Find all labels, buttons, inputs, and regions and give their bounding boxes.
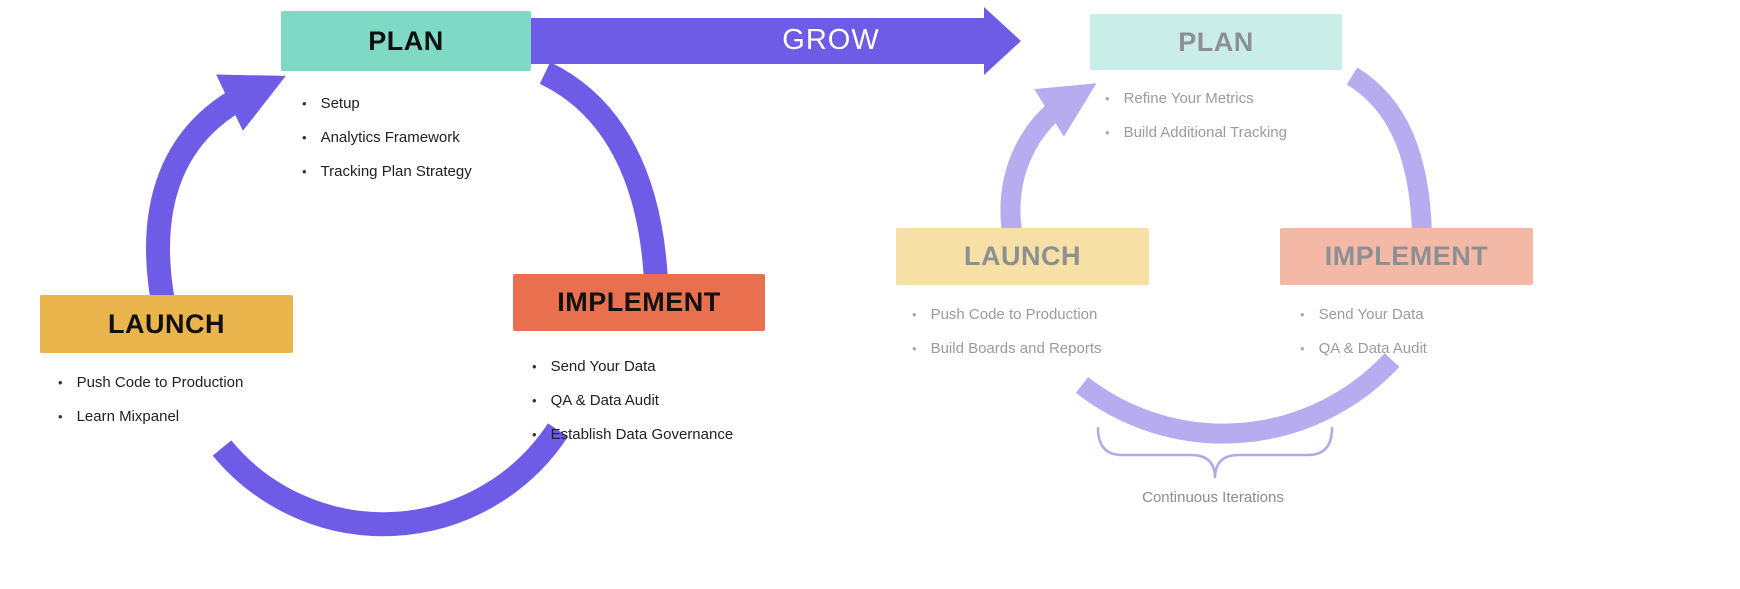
- left-plan-box: PLAN: [281, 11, 531, 71]
- bullet-icon: •: [1105, 91, 1110, 106]
- continuous-iterations-brace: [1096, 426, 1334, 479]
- launch-to-plan-arrow-faded: [1000, 83, 1097, 234]
- list-item: • Build Additional Tracking: [1105, 123, 1287, 143]
- list-item-label: Refine Your Metrics: [1123, 90, 1254, 107]
- list-item-label: Tracking Plan Strategy: [320, 163, 472, 180]
- right-launch-list: • Push Code to Production • Build Boards…: [912, 305, 1102, 373]
- list-item-label: Setup: [320, 95, 360, 112]
- bullet-icon: •: [1300, 307, 1305, 322]
- list-item-label: Build Additional Tracking: [1123, 124, 1287, 141]
- list-item-label: Send Your Data: [550, 358, 656, 375]
- plan-to-implement-arc-faded: [1346, 67, 1432, 235]
- list-item: • Build Boards and Reports: [912, 339, 1102, 359]
- continuous-iterations-caption: Continuous Iterations: [1142, 489, 1284, 506]
- implement-to-launch-arc-faded: [1075, 353, 1400, 444]
- list-item-label: Build Boards and Reports: [930, 340, 1102, 357]
- left-launch-box: LAUNCH: [40, 295, 293, 353]
- list-item: • QA & Data Audit: [532, 391, 733, 411]
- list-item: • Push Code to Production: [912, 305, 1102, 325]
- list-item: • Establish Data Governance: [532, 425, 733, 445]
- bullet-icon: •: [912, 307, 917, 322]
- right-implement-box: IMPLEMENT: [1280, 228, 1533, 285]
- bullet-icon: •: [532, 393, 537, 408]
- list-item-label: QA & Data Audit: [550, 392, 659, 409]
- left-plan-list: • Setup • Analytics Framework • Tracking…: [302, 94, 472, 196]
- launch-to-plan-arrow: [146, 74, 286, 305]
- bullet-icon: •: [302, 96, 307, 111]
- bullet-icon: •: [302, 164, 307, 179]
- bullet-icon: •: [532, 427, 537, 442]
- plan-to-implement-arc: [539, 62, 668, 281]
- bullet-icon: •: [58, 409, 63, 424]
- list-item: • Push Code to Production: [58, 373, 243, 393]
- list-item: • Tracking Plan Strategy: [302, 162, 472, 182]
- list-item-label: Establish Data Governance: [550, 426, 734, 443]
- list-item-label: Send Your Data: [1318, 306, 1424, 323]
- right-plan-label: PLAN: [1178, 26, 1254, 57]
- grow-arrow-label: GROW: [782, 24, 880, 56]
- left-implement-box: IMPLEMENT: [513, 274, 765, 331]
- list-item: • Send Your Data: [532, 357, 733, 377]
- list-item: • Analytics Framework: [302, 128, 472, 148]
- bullet-icon: •: [532, 359, 537, 374]
- list-item-label: Push Code to Production: [930, 306, 1098, 323]
- right-implement-label: IMPLEMENT: [1324, 241, 1489, 271]
- left-implement-list: • Send Your Data • QA & Data Audit • Est…: [532, 357, 733, 459]
- list-item-label: Analytics Framework: [320, 129, 460, 146]
- bullet-icon: •: [58, 375, 63, 390]
- bullet-icon: •: [302, 130, 307, 145]
- right-launch-box: LAUNCH: [896, 228, 1149, 285]
- left-plan-label: PLAN: [368, 25, 444, 56]
- list-item: • Refine Your Metrics: [1105, 89, 1287, 109]
- bullet-icon: •: [1105, 125, 1110, 140]
- bullet-icon: •: [912, 341, 917, 356]
- right-plan-list: • Refine Your Metrics • Build Additional…: [1105, 89, 1287, 157]
- grow-arrow-shape: [531, 7, 1021, 75]
- right-plan-box: PLAN: [1090, 14, 1342, 70]
- right-launch-label: LAUNCH: [964, 241, 1081, 271]
- implement-to-launch-arc: [212, 423, 569, 537]
- right-implement-list: • Send Your Data • QA & Data Audit: [1300, 305, 1427, 373]
- left-implement-label: IMPLEMENT: [557, 287, 721, 317]
- left-launch-label: LAUNCH: [108, 308, 225, 339]
- list-item: • Send Your Data: [1300, 305, 1427, 325]
- list-item: • QA & Data Audit: [1300, 339, 1427, 359]
- left-launch-list: • Push Code to Production • Learn Mixpan…: [58, 373, 243, 441]
- list-item-label: Push Code to Production: [76, 374, 244, 391]
- list-item: • Learn Mixpanel: [58, 407, 243, 427]
- bullet-icon: •: [1300, 341, 1305, 356]
- list-item: • Setup: [302, 94, 472, 114]
- list-item-label: QA & Data Audit: [1318, 340, 1427, 357]
- list-item-label: Learn Mixpanel: [76, 408, 180, 425]
